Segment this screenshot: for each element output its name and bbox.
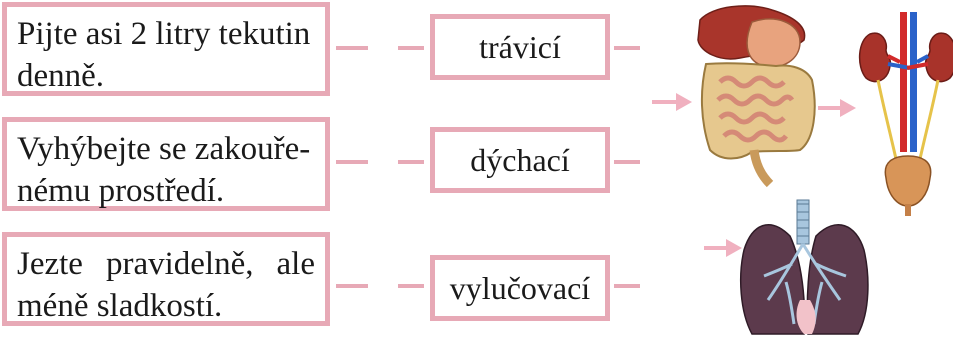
system-box-digestive[interactable]: trávicí xyxy=(430,14,610,80)
advice-box-3[interactable]: Jezte pravidelně, ale méně sladkostí. xyxy=(2,232,330,326)
connector-dash xyxy=(398,46,424,50)
connector-dash xyxy=(614,160,640,164)
system-label-2: dýchací xyxy=(470,142,570,178)
advice-1-line-2: denně. xyxy=(17,58,105,94)
advice-2-line-2: nému prostředí. xyxy=(17,173,225,209)
arrow-to-digestive xyxy=(652,93,692,111)
digestive-system-illustration xyxy=(697,5,816,188)
advice-3-line-1: Jezte pravidelně, ale xyxy=(17,246,315,282)
lungs-illustration xyxy=(740,199,869,335)
connector-dash xyxy=(336,46,368,50)
connector-dash xyxy=(614,46,640,50)
urinary-system-illustration xyxy=(858,12,953,216)
advice-3-line-2: méně sladkostí. xyxy=(17,288,223,324)
connector-dash xyxy=(398,160,424,164)
connector-dash xyxy=(614,284,640,288)
connector-dash xyxy=(336,160,368,164)
advice-box-1[interactable]: Pijte asi 2 litry tekutin denně. xyxy=(2,2,330,96)
system-box-respiratory[interactable]: dýchací xyxy=(430,127,610,193)
arrow-to-urinary xyxy=(818,99,856,117)
connector-dash xyxy=(398,284,424,288)
advice-box-2[interactable]: Vyhýbejte se zakouře- nému prostředí. xyxy=(2,117,330,211)
arrow-to-lungs xyxy=(704,239,742,257)
system-box-excretory[interactable]: vylučovací xyxy=(430,255,610,321)
advice-1-line-1: Pijte asi 2 litry tekutin xyxy=(17,16,311,52)
system-label-1: trávicí xyxy=(479,29,561,65)
advice-2-line-1: Vyhýbejte se zakouře- xyxy=(17,131,311,167)
system-label-3: vylučovací xyxy=(449,270,591,306)
connector-dash xyxy=(336,284,368,288)
